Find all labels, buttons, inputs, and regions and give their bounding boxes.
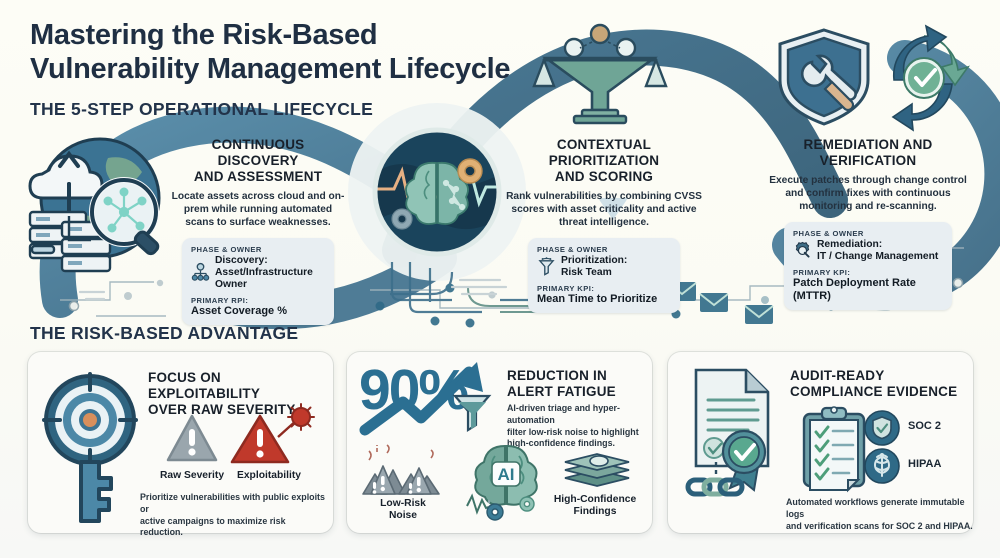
step-1-phase-label: PHASE & OWNER	[537, 244, 608, 254]
scales-of-justice-funnel-icon	[532, 23, 668, 125]
key-target-icon	[42, 372, 138, 523]
step-1-title-line2: AND SCORING	[554, 168, 654, 184]
step-1-kpi-value: Mean Time to Prioritize	[537, 292, 658, 305]
step-2-title-line2: VERIFICATION	[819, 152, 917, 168]
clipboard-checklist-icon	[802, 406, 866, 493]
advantage-1-flow-caption-2: High-Confidence Findings	[543, 494, 647, 518]
caduceus-icon	[864, 448, 900, 484]
advantage-1-flow-caption-0-line1: Low-Risk	[380, 498, 426, 509]
cloud-globe-magnifier-servers-icon	[28, 137, 161, 273]
svg-text:AI: AI	[498, 465, 515, 484]
step-2-description: Execute patches through change control a…	[769, 174, 967, 212]
step-1-kpi-label: PRIMARY KPI:	[537, 283, 595, 293]
step-2-phase-owner-box: PHASE & OWNER Remediation: IT / Change M…	[784, 221, 952, 311]
step-2-phase-owner: IT / Change Management	[817, 250, 939, 262]
advantage-1-flow-caption-0-line2: Noise	[388, 509, 418, 521]
step-0-description: Locate assets across cloud and on-prem w…	[171, 190, 345, 228]
step-0-phase-owner: Asset/Infrastructure Owner	[215, 266, 313, 290]
advantage-section-heading: THE RISK-BASED ADVANTAGE	[30, 323, 299, 343]
advantage-2-title: AUDIT-READY COMPLIANCE EVIDENCE	[790, 368, 957, 400]
advantage-2-body-line2: and verification scans for SOC 2 and HIP…	[786, 520, 973, 531]
advantage-0-body-line1: Prioritize vulnerabilities with public e…	[140, 492, 325, 514]
ai-brain-globe-icon	[372, 127, 502, 257]
step-2-kpi-label: PRIMARY KPI:	[793, 267, 851, 277]
advantage-1-body: AI-driven triage and hyper-automation fi…	[507, 403, 649, 450]
advantage-1-title-line1: REDUCTION IN	[507, 368, 607, 383]
advantage-2-badge-label-1: HIPAA	[908, 458, 942, 470]
step-0-kpi-label: PRIMARY RPI:	[191, 295, 249, 305]
advantage-0-title-line1: FOCUS ON EXPLOITABILITY	[148, 370, 261, 402]
advantage-2-body: Automated workflows generate immutable l…	[786, 497, 976, 532]
advantage-1-flow-caption-2-line2: Findings	[573, 505, 617, 517]
advantage-1-body-line2: filter low-risk noise to highlight	[507, 426, 639, 437]
red-warning-triangle-virus-icon	[230, 403, 315, 464]
step-0-kpi-value: Asset Coverage %	[191, 304, 287, 317]
alert-pile-icon	[362, 444, 440, 495]
step-2-phase-name: Remediation:	[817, 238, 883, 250]
advantage-0-caption-0: Raw Severity	[159, 470, 225, 481]
step-0-phase-owner-box: PHASE & OWNER Discovery: Asset/Infrastru…	[182, 237, 334, 326]
advantage-card-audit-ready[interactable]: AUDIT-READY COMPLIANCE EVIDENCE	[668, 352, 973, 533]
advantage-0-body: Prioritize vulnerabilities with public e…	[140, 492, 326, 539]
org-chart-icon	[191, 263, 210, 282]
gear-wrench-icon	[795, 242, 810, 258]
lifecycle-section-heading: THE 5-STEP OPERATIONAL LIFECYCLE	[30, 99, 374, 119]
funnel-icon	[538, 257, 555, 277]
advantage-2-badge-label-0: SOC 2	[908, 420, 942, 432]
step-2-kpi-value: Patch Deployment Rate (MTTR)	[793, 276, 916, 302]
shield-icon	[864, 410, 900, 446]
advantage-1-title: REDUCTION IN ALERT FATIGUE	[507, 368, 616, 400]
advantage-1-body-line1: AI-driven triage and hyper-automation	[507, 403, 620, 425]
shield-wrench-refresh-check-icon	[778, 24, 971, 132]
certificate-document-chain-icon	[685, 368, 770, 497]
advantage-1-body-line3: high-confidence findings.	[507, 438, 615, 449]
lifecycle-step-continuous-discovery[interactable]: CONTINUOUS DISCOVERY AND ASSESSMENT Loca…	[170, 137, 346, 326]
advantage-0-title: FOCUS ON EXPLOITABILITY OVER RAW SEVERIT…	[148, 370, 333, 419]
advantage-1-flow-caption-0: Low-Risk Noise	[355, 498, 451, 522]
upward-arrow-funnel-icon	[359, 362, 492, 436]
step-1-phase-name: Prioritization:	[561, 254, 628, 266]
page-title-line1: Mastering the Risk-Based	[30, 19, 378, 51]
lifecycle-step-contextual-prioritization[interactable]: CONTEXTUAL PRIORITIZATION AND SCORING Ra…	[506, 137, 702, 314]
step-0-title-line1: CONTINUOUS DISCOVERY	[211, 137, 305, 168]
advantage-card-exploitability[interactable]: FOCUS ON EXPLOITABILITY OVER RAW SEVERIT…	[28, 352, 333, 537]
advantage-2-title-line2: COMPLIANCE EVIDENCE	[790, 384, 958, 400]
advantage-1-title-line2: ALERT FATIGUE	[507, 384, 616, 400]
advantage-0-body-line2: active campaigns to maximize risk reduct…	[140, 515, 286, 538]
step-1-phase-owner-box: PHASE & OWNER Prioritization: Risk Team …	[528, 237, 680, 314]
gray-warning-triangle-icon	[166, 414, 218, 462]
step-1-phase-owner: Risk Team	[561, 266, 612, 278]
stacked-documents-icon	[564, 453, 630, 487]
step-2-title-line1: REMEDIATION AND	[803, 137, 933, 152]
advantage-2-body-line1: Automated workflows generate immutable l…	[786, 497, 965, 519]
advantage-0-caption-1: Exploitability	[236, 470, 302, 481]
step-0-phase-label: PHASE & OWNER	[191, 244, 262, 254]
advantage-0-title-line2: OVER RAW SEVERITY	[148, 402, 296, 418]
advantage-card-alert-fatigue[interactable]: 90% REDUCTION IN ALERT FATIGUE AI-driven…	[347, 352, 652, 533]
step-2-phase-label: PHASE & OWNER	[793, 228, 864, 238]
step-0-phase-name: Discovery:	[215, 254, 268, 266]
step-0-title-line2: AND ASSESSMENT	[193, 168, 323, 184]
lifecycle-step-remediation-verification[interactable]: REMEDIATION AND VERIFICATION Execute pat…	[762, 137, 974, 311]
step-1-description: Rank vulnerabilities by combining CVSS s…	[506, 190, 702, 228]
page-title: Mastering the Risk-Based Vulnerability M…	[30, 18, 550, 86]
advantage-2-title-line1: AUDIT-READY	[790, 368, 885, 383]
ai-brain-icon: AI	[466, 444, 538, 521]
step-1-title-line1: CONTEXTUAL PRIORITIZATION	[548, 137, 660, 168]
advantage-1-flow-caption-2-line1: High-Confidence	[553, 494, 637, 505]
page-title-line2: Vulnerability Management Lifecycle	[30, 53, 511, 86]
